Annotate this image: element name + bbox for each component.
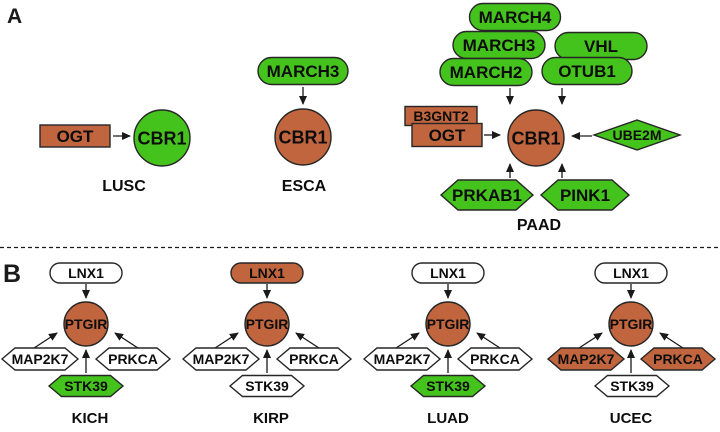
group-label-ucec: UCEC [610,410,653,427]
node-lusc-cbr1-label: CBR1 [137,128,186,148]
node-luad-prkca-label: PRKCA [470,351,520,367]
node-luad-stk39 [409,374,487,398]
node-esca-cbr1 [274,108,332,166]
node-kich-prkca-label: PRKCA [108,351,158,367]
node-ucec-lnx1 [594,262,668,284]
node-luad-map2k7-label: MAP2K7 [374,351,431,367]
node-luad-prkca [456,347,534,371]
node-lusc-ogt-label: OGT [57,127,94,146]
node-esca-cbr1-label: CBR1 [278,127,327,147]
arrow-ucec [575,332,603,351]
node-kich-prkca [94,347,172,371]
node-paad-ogt-label: OGT [429,126,466,145]
arrow-kich [114,332,142,351]
node-kirp-prkca [275,347,353,371]
node-paad-ogt [411,122,483,148]
node-kich-lnx1-label: LNX1 [68,265,104,281]
node-luad-ptgir [425,301,471,347]
arrow-kirp [295,332,323,351]
node-paad-march2 [439,57,533,87]
node-ucec-map2k7-label: MAP2K7 [558,351,615,367]
node-paad-ube2m [591,119,683,151]
node-esca-march3-label: MARCH3 [267,62,340,81]
node-esca-march3 [257,56,349,86]
node-kich-map2k7 [0,347,80,371]
node-paad-vhl-label: VHL [584,37,618,56]
node-kirp-lnx1 [230,262,304,284]
panel-a-label: A [7,5,22,28]
node-ucec-prkca [639,347,717,371]
node-kirp-ptgir-label: PTGIR [246,316,289,332]
node-kirp-map2k7-label: MAP2K7 [193,351,250,367]
node-ucec-prkca-label: PRKCA [653,351,703,367]
node-paad-cbr1 [507,109,565,167]
node-luad-lnx1-label: LNX1 [430,265,466,281]
node-kich-ptgir-label: PTGIR [65,316,108,332]
node-luad-lnx1 [411,262,485,284]
node-paad-prkab1 [439,179,535,211]
node-kirp-lnx1-label: LNX1 [249,265,285,281]
panel-b-label: B [3,260,21,288]
node-paad-march3-label: MARCH3 [463,36,536,55]
node-paad-march4-label: MARCH4 [479,8,552,27]
node-luad-stk39-label: STK39 [426,378,470,394]
node-ucec-lnx1-label: LNX1 [613,265,649,281]
group-label-lusc: LUSC [102,178,146,195]
arrow-luad [476,332,504,351]
node-kich-stk39 [47,374,125,398]
node-lusc-cbr1 [133,109,191,167]
node-paad-otub1 [541,56,633,86]
node-paad-b3gnt2-label: B3GNT2 [413,108,468,124]
node-kich-ptgir [63,301,109,347]
group-label-kich: KICH [72,410,109,427]
node-paad-march4 [468,2,562,32]
node-kirp-prkca-label: PRKCA [289,351,339,367]
node-kirp-ptgir [244,301,290,347]
node-paad-cbr1-label: CBR1 [511,128,560,148]
node-lusc-ogt [39,124,111,148]
node-paad-pink1-label: PINK1 [560,186,610,205]
group-label-paad: PAAD [517,217,561,234]
node-kich-lnx1 [49,262,123,284]
node-kirp-map2k7 [181,347,261,371]
arrow-kich [30,332,58,351]
node-ucec-stk39 [593,374,671,398]
node-kich-stk39-label: STK39 [64,378,108,394]
node-paad-march2-label: MARCH2 [450,63,523,82]
node-paad-ube2m-label: UBE2M [612,127,661,143]
node-kich-map2k7-label: MAP2K7 [12,351,69,367]
node-luad-map2k7 [362,347,442,371]
arrow-ucec [659,332,687,351]
node-ucec-ptgir-label: PTGIR [610,316,653,332]
group-label-kirp: KIRP [253,410,289,427]
node-paad-otub1-label: OTUB1 [558,62,616,81]
node-ucec-map2k7 [546,347,626,371]
node-kirp-stk39 [228,374,306,398]
node-luad-ptgir-label: PTGIR [427,316,470,332]
group-label-luad: LUAD [427,410,469,427]
node-paad-pink1 [539,179,631,211]
node-ucec-ptgir [608,301,654,347]
node-ucec-stk39-label: STK39 [610,378,654,394]
arrow-kirp [211,332,239,351]
group-label-esca: ESCA [282,178,327,195]
node-kirp-stk39-label: STK39 [245,378,289,394]
arrow-luad [392,332,420,351]
node-paad-prkab1-label: PRKAB1 [452,186,522,205]
